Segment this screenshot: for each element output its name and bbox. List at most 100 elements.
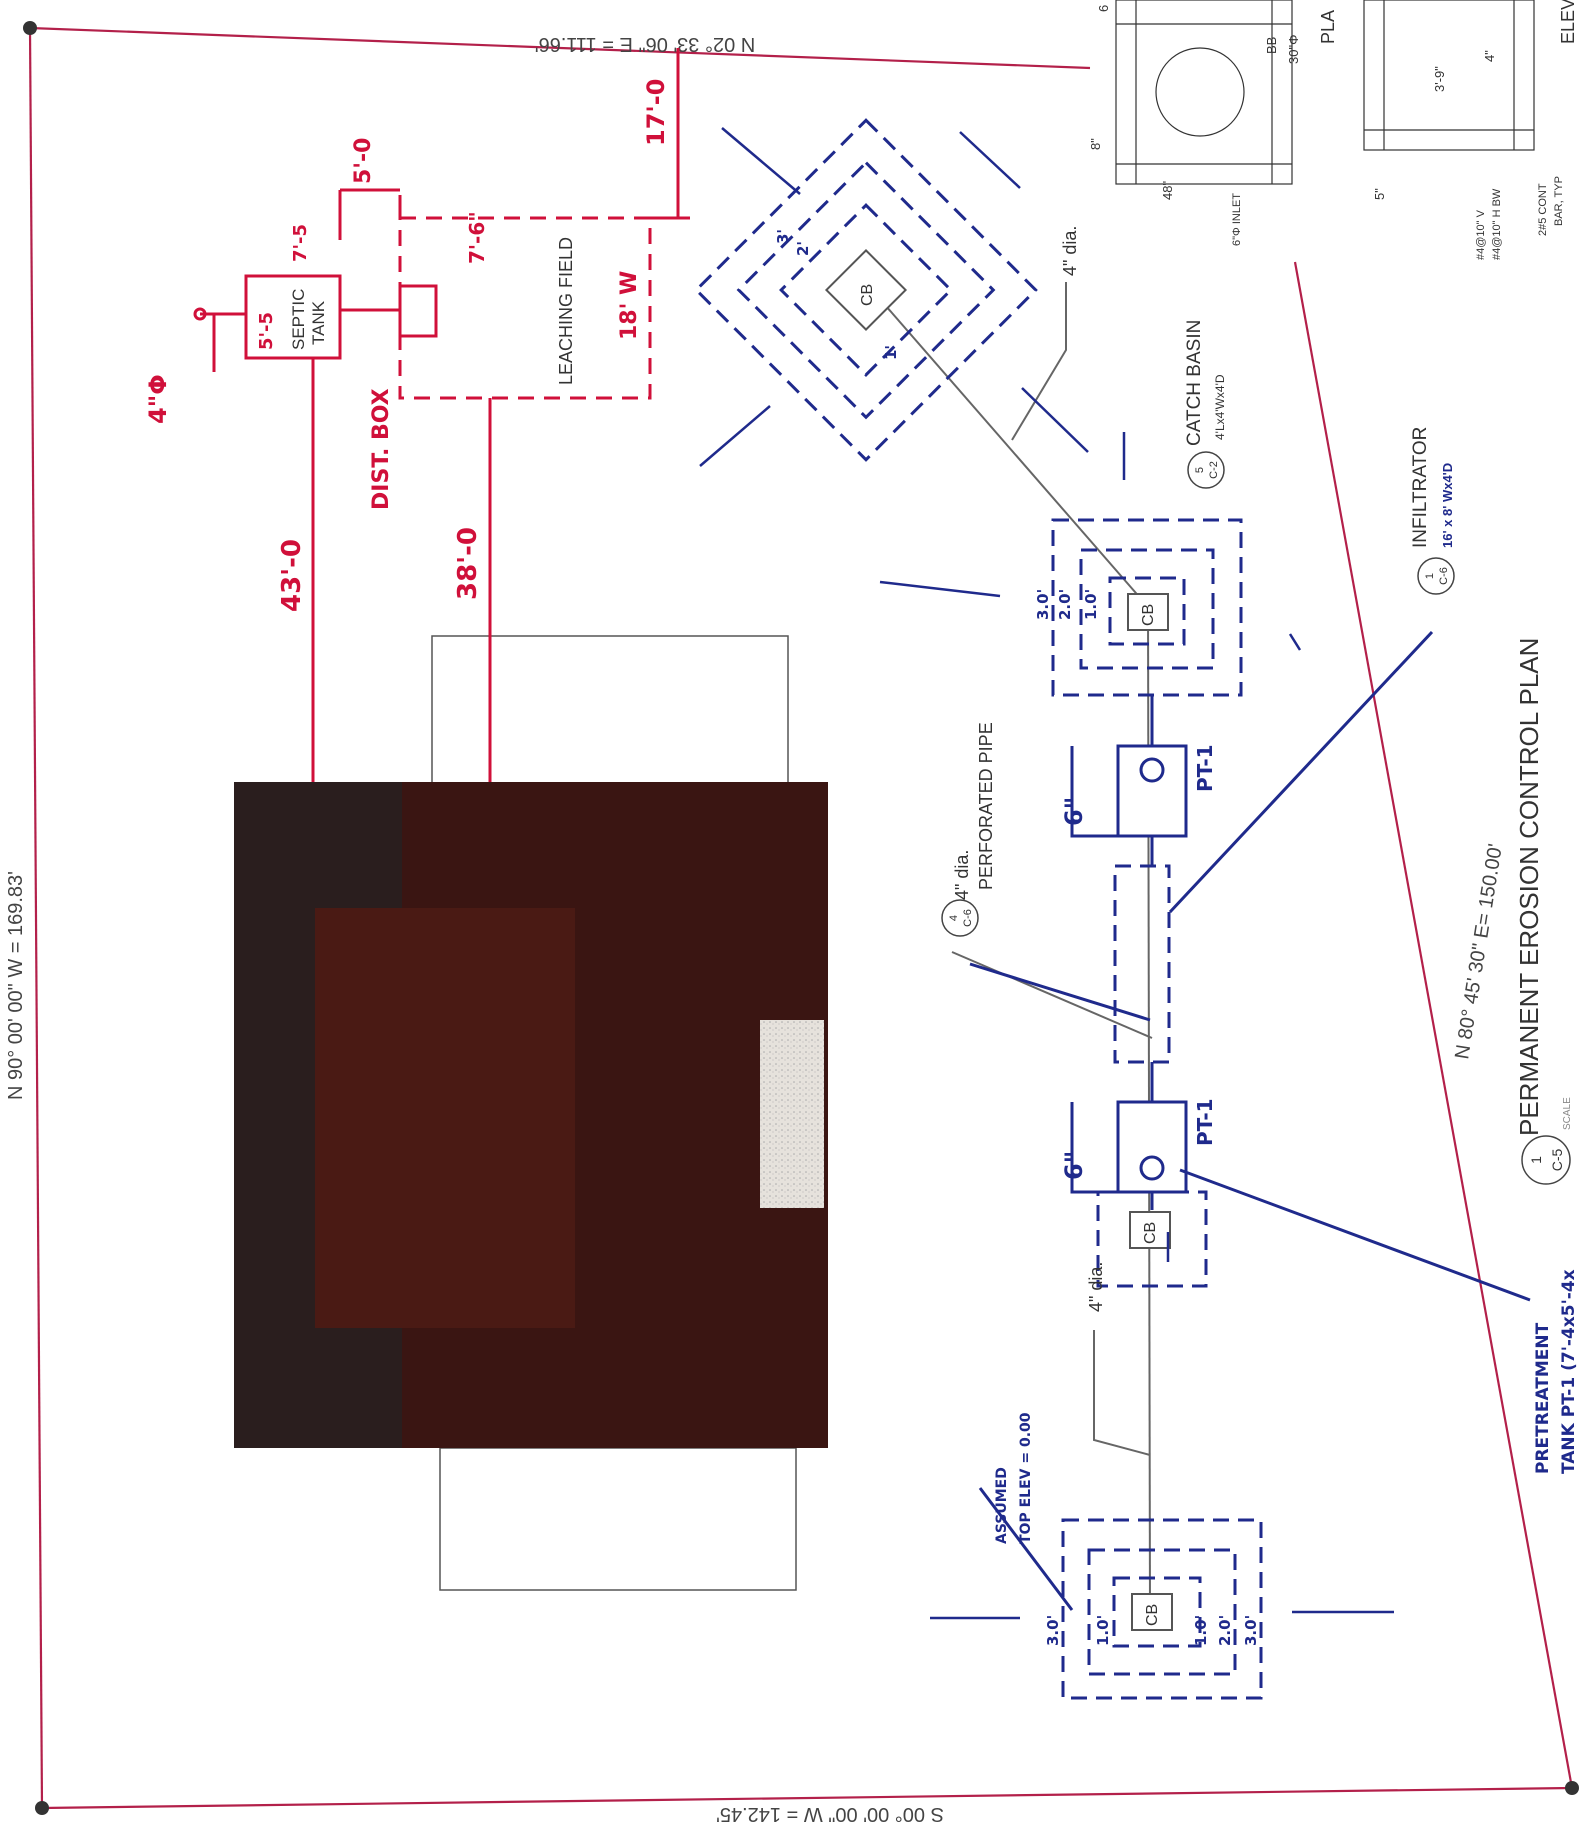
- cb-dim: 3.0': [1034, 589, 1052, 620]
- leach-length-dim: 7'-6": [465, 211, 489, 264]
- cb-dim: 3.0': [1044, 1615, 1062, 1646]
- ref-bubbles: [941, 451, 1571, 1185]
- building-wing-top: [431, 635, 789, 785]
- inset-rebar: #4@10" H BW: [1491, 188, 1503, 260]
- pt1-label: PT-1: [1193, 744, 1217, 792]
- cb-ref-num: 5: [1194, 467, 1206, 473]
- cb-dim: 2.0': [1216, 1615, 1234, 1646]
- corner-marker: [35, 1801, 49, 1815]
- inset-d39: 3'-9": [1432, 66, 1447, 92]
- drain-pipe: [871, 282, 1153, 1621]
- inset-text: PLA ELEV BB 30"Φ 8" 48" 6"Φ INLET 6 3'-9…: [1088, 0, 1578, 260]
- septic-tank: [244, 274, 342, 360]
- corner-marker: [1565, 1781, 1579, 1795]
- ref-bubble-text: 4 C-6 5 C-2 1 C-6 1 C-5: [948, 461, 1565, 1171]
- cb-label: CB: [1142, 1222, 1159, 1244]
- dia-4-label: 4" dia.: [1060, 226, 1080, 276]
- cb-labels: CB CB CB CB: [859, 284, 1161, 1626]
- dim-17: 17'-0: [642, 79, 670, 146]
- inset-d48: 48": [1160, 181, 1175, 200]
- hand-annotations: PRETREATMENT TANK PT-1 (7'-4x5'-4x ASSUM…: [774, 229, 1579, 1646]
- leach-width-dim: 18' W: [617, 271, 642, 340]
- detail-ref-sheet: C-5: [1549, 1149, 1565, 1172]
- bearing-east: N 80° 45' 30" E= 150.00': [1451, 842, 1507, 1061]
- septic-system: [193, 48, 690, 782]
- tank-length-dim: 7'-5: [290, 224, 311, 262]
- infiltrator-label: INFILTRATOR: [1410, 427, 1431, 548]
- catch-basin-label: CATCH BASIN: [1184, 320, 1205, 446]
- pretreat-label: PRETREATMENT: [1533, 1322, 1553, 1474]
- inf-ref-sheet: C-6: [1438, 567, 1450, 585]
- dia-4-label: 4" dia.: [1086, 1262, 1106, 1312]
- pipe-4-dim: 4"Φ: [144, 374, 172, 424]
- cb-dim: 1': [882, 345, 900, 360]
- inset-rebar: #4@10" V: [1475, 209, 1487, 260]
- inset-d30: 30"Φ: [1286, 35, 1301, 64]
- pt1-label: PT-1: [1193, 1098, 1217, 1146]
- six-inch-dim: 6": [1060, 797, 1088, 826]
- inset-inlet: 6"Φ INLET: [1231, 193, 1243, 246]
- plan-title: PERMANENT EROSION CONTROL PLAN: [1514, 638, 1544, 1136]
- bearing-south: S 00° 00' 00" W = 142.45': [716, 1803, 944, 1825]
- cb-dim: 2': [794, 241, 812, 256]
- existing-building: [234, 635, 828, 1591]
- inset-elev: ELEV: [1558, 0, 1578, 44]
- cb-label: CB: [859, 284, 876, 306]
- six-inch-dim: 6": [1060, 1151, 1088, 1180]
- perf-ref-num: 4: [948, 915, 960, 921]
- perf-ref-sheet: C-6: [962, 909, 974, 927]
- detail-ref-num: 1: [1528, 1156, 1544, 1164]
- pretreat-label-2: TANK PT-1 (7'-4x5'-4x: [1559, 1269, 1579, 1474]
- bearing-west: N 90° 00' 00" W = 169.83': [5, 871, 27, 1100]
- printed-labels: 4" dia. 4" dia. 4" dia. PERFORATED PIPE …: [952, 226, 1573, 1312]
- septic-tank-label-2: TANK: [309, 300, 328, 345]
- pretreatment-tanks: [1116, 744, 1188, 1194]
- dist-box-label: DIST. BOX: [369, 388, 394, 510]
- inset-rebar: 2#5 CONT: [1537, 183, 1549, 236]
- property-boundary: [28, 26, 1574, 1810]
- cb-dim: 1.0': [1192, 1615, 1210, 1646]
- scale-label: SCALE: [1562, 1097, 1573, 1130]
- dim-38: 38'-0: [453, 527, 483, 600]
- leaching-field: [398, 216, 652, 400]
- cb-dim: 1.0': [1094, 1615, 1112, 1646]
- blue-connectors: [1070, 695, 1154, 1210]
- dim-5: 5'-0: [351, 138, 376, 184]
- building-wing-bottom: [439, 1447, 797, 1591]
- septic-labels: SEPTIC TANK 5'-5 7'-5 DIST. BOX LEACHING…: [144, 79, 670, 612]
- perforated-label-b: PERFORATED PIPE: [976, 722, 996, 890]
- bearing-north: N 02° 33' 06" E = 111.66': [535, 33, 755, 55]
- inset-d4: 4": [1482, 50, 1497, 62]
- cb-label: CB: [1140, 604, 1157, 626]
- infiltrator-size: 16' x 8' Wx4'D: [1440, 463, 1455, 548]
- assumed-label: ASSUMED: [994, 1467, 1010, 1544]
- inf-ref-num: 1: [1424, 573, 1436, 579]
- building-patio: [760, 1020, 824, 1208]
- detail-inset: [1115, 0, 1535, 185]
- cb-dim: 3.0': [1242, 1615, 1260, 1646]
- cb-boxes: [824, 248, 1173, 1631]
- cb-dim: 3': [774, 229, 792, 244]
- leaching-field-label: LEACHING FIELD: [556, 237, 576, 385]
- catch-basin-size: 4'Lx4'Wx4'D: [1213, 374, 1227, 440]
- cb-dim: 2.0': [1056, 589, 1074, 620]
- inset-d6: 6: [1096, 5, 1111, 12]
- inset-d5: 5": [1372, 188, 1387, 200]
- perforated-label-a: 4" dia.: [952, 850, 972, 900]
- inset-bb: BB: [1264, 37, 1279, 54]
- pt1-labels: PT-1 PT-1 6" 6": [1060, 744, 1217, 1180]
- corner-marker: [23, 21, 37, 35]
- building-inner: [315, 908, 575, 1328]
- septic-tank-label: SEPTIC: [289, 289, 308, 350]
- inset-plan: PLA: [1318, 10, 1338, 44]
- cb-ref-sheet: C-2: [1208, 461, 1220, 479]
- cb-label: CB: [1144, 1604, 1161, 1626]
- cb-dim: 1.0': [1082, 589, 1100, 620]
- tank-width-dim: 5'-5: [256, 312, 277, 350]
- inset-d8: 8": [1088, 138, 1103, 150]
- assumed-label-2: TOP ELEV = 0.00: [1018, 1412, 1034, 1544]
- distribution-box: [398, 284, 438, 338]
- section-arrows: [699, 127, 1394, 1620]
- leader-lines: [969, 630, 1531, 1611]
